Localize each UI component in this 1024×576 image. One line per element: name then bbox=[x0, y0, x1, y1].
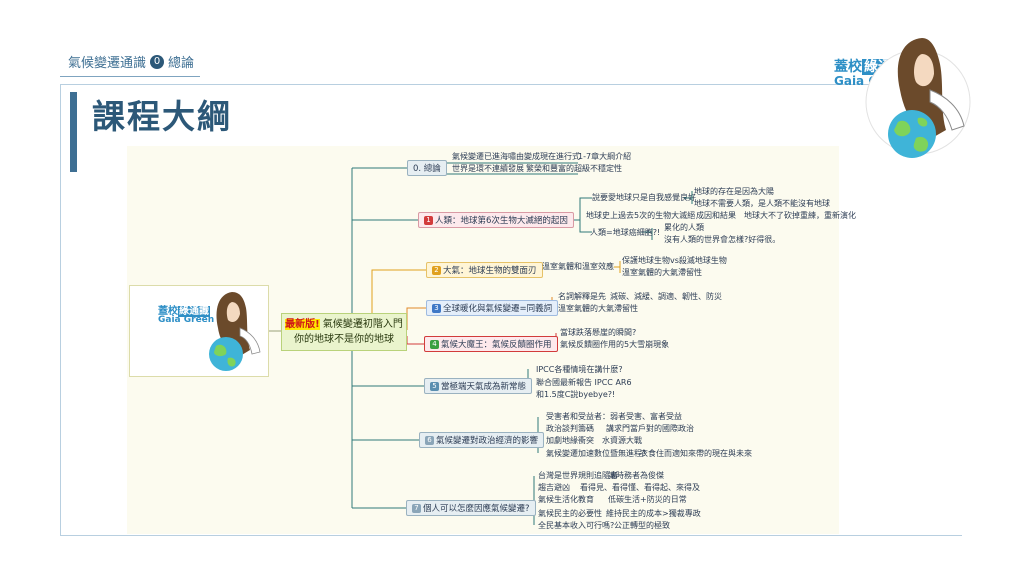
leaf: 人類=地球癌細胞?! bbox=[590, 228, 661, 237]
leaf: 氣候變遷加速數位暨無進程? bbox=[546, 449, 647, 458]
leaf: 聯合國最新報告 IPCC AR6 bbox=[536, 378, 632, 387]
leaf: 政治談判籌碼 bbox=[546, 424, 594, 433]
leaf: 名詞解釋是先 bbox=[558, 292, 606, 301]
leaf: 低碳生活+防災的日常 bbox=[608, 495, 687, 504]
leaf: 保護地球生物vs殺滅地球生物 bbox=[622, 256, 727, 265]
leaf: 溫室氣體和溫室效應 bbox=[542, 262, 614, 271]
branch-label: 0. 總論 bbox=[413, 164, 441, 174]
mini-brand-a: 蓋 bbox=[158, 306, 168, 317]
connector-leaves-1c bbox=[641, 228, 653, 240]
leaf: 氣候反饋圈作用的5大雪崩現象 bbox=[560, 340, 670, 349]
leaf: 衣食住而適知來帶的現在與未來 bbox=[640, 449, 752, 458]
mini-brand-c: 綠通識 bbox=[178, 306, 210, 317]
leaf: 全民基本收入可行嗎? bbox=[538, 521, 615, 530]
leaf: 地球的存在是因為大陽 bbox=[694, 187, 774, 196]
mini-mascot-illustration bbox=[209, 292, 261, 371]
branch-label: 個人可以怎麼因應氣候變遷? bbox=[423, 504, 530, 514]
connector-leaves-2a bbox=[614, 261, 621, 273]
leaf: 溫室氣體的大氣滯留性 bbox=[558, 304, 638, 313]
branch-number: 6 bbox=[425, 436, 434, 445]
leaf: 地球史上過去5次的生物大滅絕 bbox=[586, 211, 696, 220]
mini-brand-b: 校 bbox=[168, 306, 178, 317]
branch-number: 2 bbox=[432, 266, 441, 275]
content-frame bbox=[60, 84, 962, 536]
gaia-mascot-illustration bbox=[865, 38, 971, 158]
leaf: 台灣是世界規則追隨者 bbox=[538, 471, 618, 480]
connector-branch-3 bbox=[406, 307, 426, 330]
breadcrumb: 氣候變遷通識 0 總論 bbox=[68, 52, 194, 71]
branch-label: 全球暖化與氣候變遷=同義詞 bbox=[443, 304, 553, 314]
central-topic-line1: 氣候變遷初階入門 bbox=[319, 319, 403, 330]
brand-name-a: 蓋 bbox=[834, 59, 848, 75]
leaf: 溫室氣體的大氣滯留性 bbox=[622, 268, 702, 277]
branch-label: 氣候變遷對政治經濟的影響 bbox=[436, 436, 539, 446]
leaf: 維持民主的成本>獨裁專政 bbox=[606, 509, 701, 518]
latest-version-badge: 最新版! bbox=[285, 319, 320, 330]
breadcrumb-underline bbox=[60, 76, 200, 77]
leaf: 說要愛地球只是自我感覺良好 bbox=[592, 193, 696, 202]
leaf: 講求門當戶對的國際政治 bbox=[606, 424, 694, 433]
branch-number: 4 bbox=[430, 340, 439, 349]
leaf: 地球不需要人類，是人類不能沒有地球 bbox=[694, 199, 830, 208]
breadcrumb-chapter: 總論 bbox=[168, 56, 195, 71]
leaf: 1-7章大綱介紹 bbox=[578, 152, 632, 161]
connector-branch-4 bbox=[406, 336, 424, 345]
brand-name-b: 校 bbox=[848, 59, 862, 75]
page-title: 課程大綱 bbox=[92, 97, 232, 136]
chapter-number-badge: 0 bbox=[150, 54, 165, 69]
leaf: 看得見、看得懂、看得起、來得及 bbox=[580, 483, 700, 492]
leaf: 識時務者為俊傑 bbox=[608, 471, 664, 480]
central-topic: 最新版! 氣候變遷初階入門 你的地球不是你的地球 bbox=[281, 313, 407, 351]
branch-label: 大氣：地球生物的雙面刃 bbox=[443, 266, 537, 276]
branch-number: 7 bbox=[412, 504, 421, 513]
leaf: 受害者和受益者：弱者受害、富者受益 bbox=[546, 412, 682, 421]
leaf: 減碳、減緩、調適、韌性、防災 bbox=[610, 292, 722, 301]
branch-0: 0. 總論 bbox=[407, 160, 447, 176]
leaf: 加劇地緣衝突 bbox=[546, 436, 594, 445]
leaf: 地球大不了砍掉重練，重新演化 bbox=[744, 211, 856, 220]
branch-label: 當極端天氣成為新常態 bbox=[441, 382, 527, 392]
branch-label: 人類：地球第6次生物大滅絕的起因 bbox=[435, 216, 568, 226]
mind-map-logo-image: 蓋校綠通識 Gaia Green bbox=[129, 285, 269, 377]
leaf: 氣候民主的必要性 bbox=[538, 509, 602, 518]
branch-number: 1 bbox=[424, 216, 433, 225]
title-accent-bar bbox=[70, 92, 77, 172]
central-topic-line2: 你的地球不是你的地球 bbox=[294, 334, 394, 345]
leaf: 水資源大戰 bbox=[602, 436, 642, 445]
leaf: 成因和結果 bbox=[696, 211, 736, 220]
leaf: 趨吉避凶 bbox=[538, 483, 570, 492]
leaf: 當球跌落懸崖的瞬間? bbox=[560, 328, 637, 337]
leaf: 氣候生活化教育 bbox=[538, 495, 594, 504]
branch-number: 5 bbox=[430, 382, 439, 391]
branch-label: 氣候大魔王：氣候反饋圈作用 bbox=[441, 340, 552, 350]
leaf: 公正轉型的極致 bbox=[614, 521, 670, 530]
connector-leaves-1a bbox=[684, 191, 693, 204]
leaf: 沒有人類的世界會怎樣?好得很。 bbox=[664, 235, 781, 244]
branch-number: 3 bbox=[432, 304, 441, 313]
leaf: 氣候變遷已進海嘯由變成現在進行式 bbox=[452, 152, 580, 161]
leaf: 累化的人類 bbox=[664, 223, 704, 232]
breadcrumb-course: 氣候變遷通識 bbox=[68, 56, 147, 71]
leaf: 世界是環不連續發展 bbox=[452, 164, 524, 173]
connector-branch-2 bbox=[371, 269, 426, 330]
leaf: IPCC各種情境在講什麼? bbox=[536, 365, 623, 374]
connector-leaves-0 bbox=[446, 162, 578, 175]
leaf: 繁榮和豐富的超級不穩定性 bbox=[526, 164, 622, 173]
mini-brand-en: Gaia Green bbox=[158, 315, 215, 325]
leaf: 和1.5度C說byebye?! bbox=[536, 390, 616, 399]
